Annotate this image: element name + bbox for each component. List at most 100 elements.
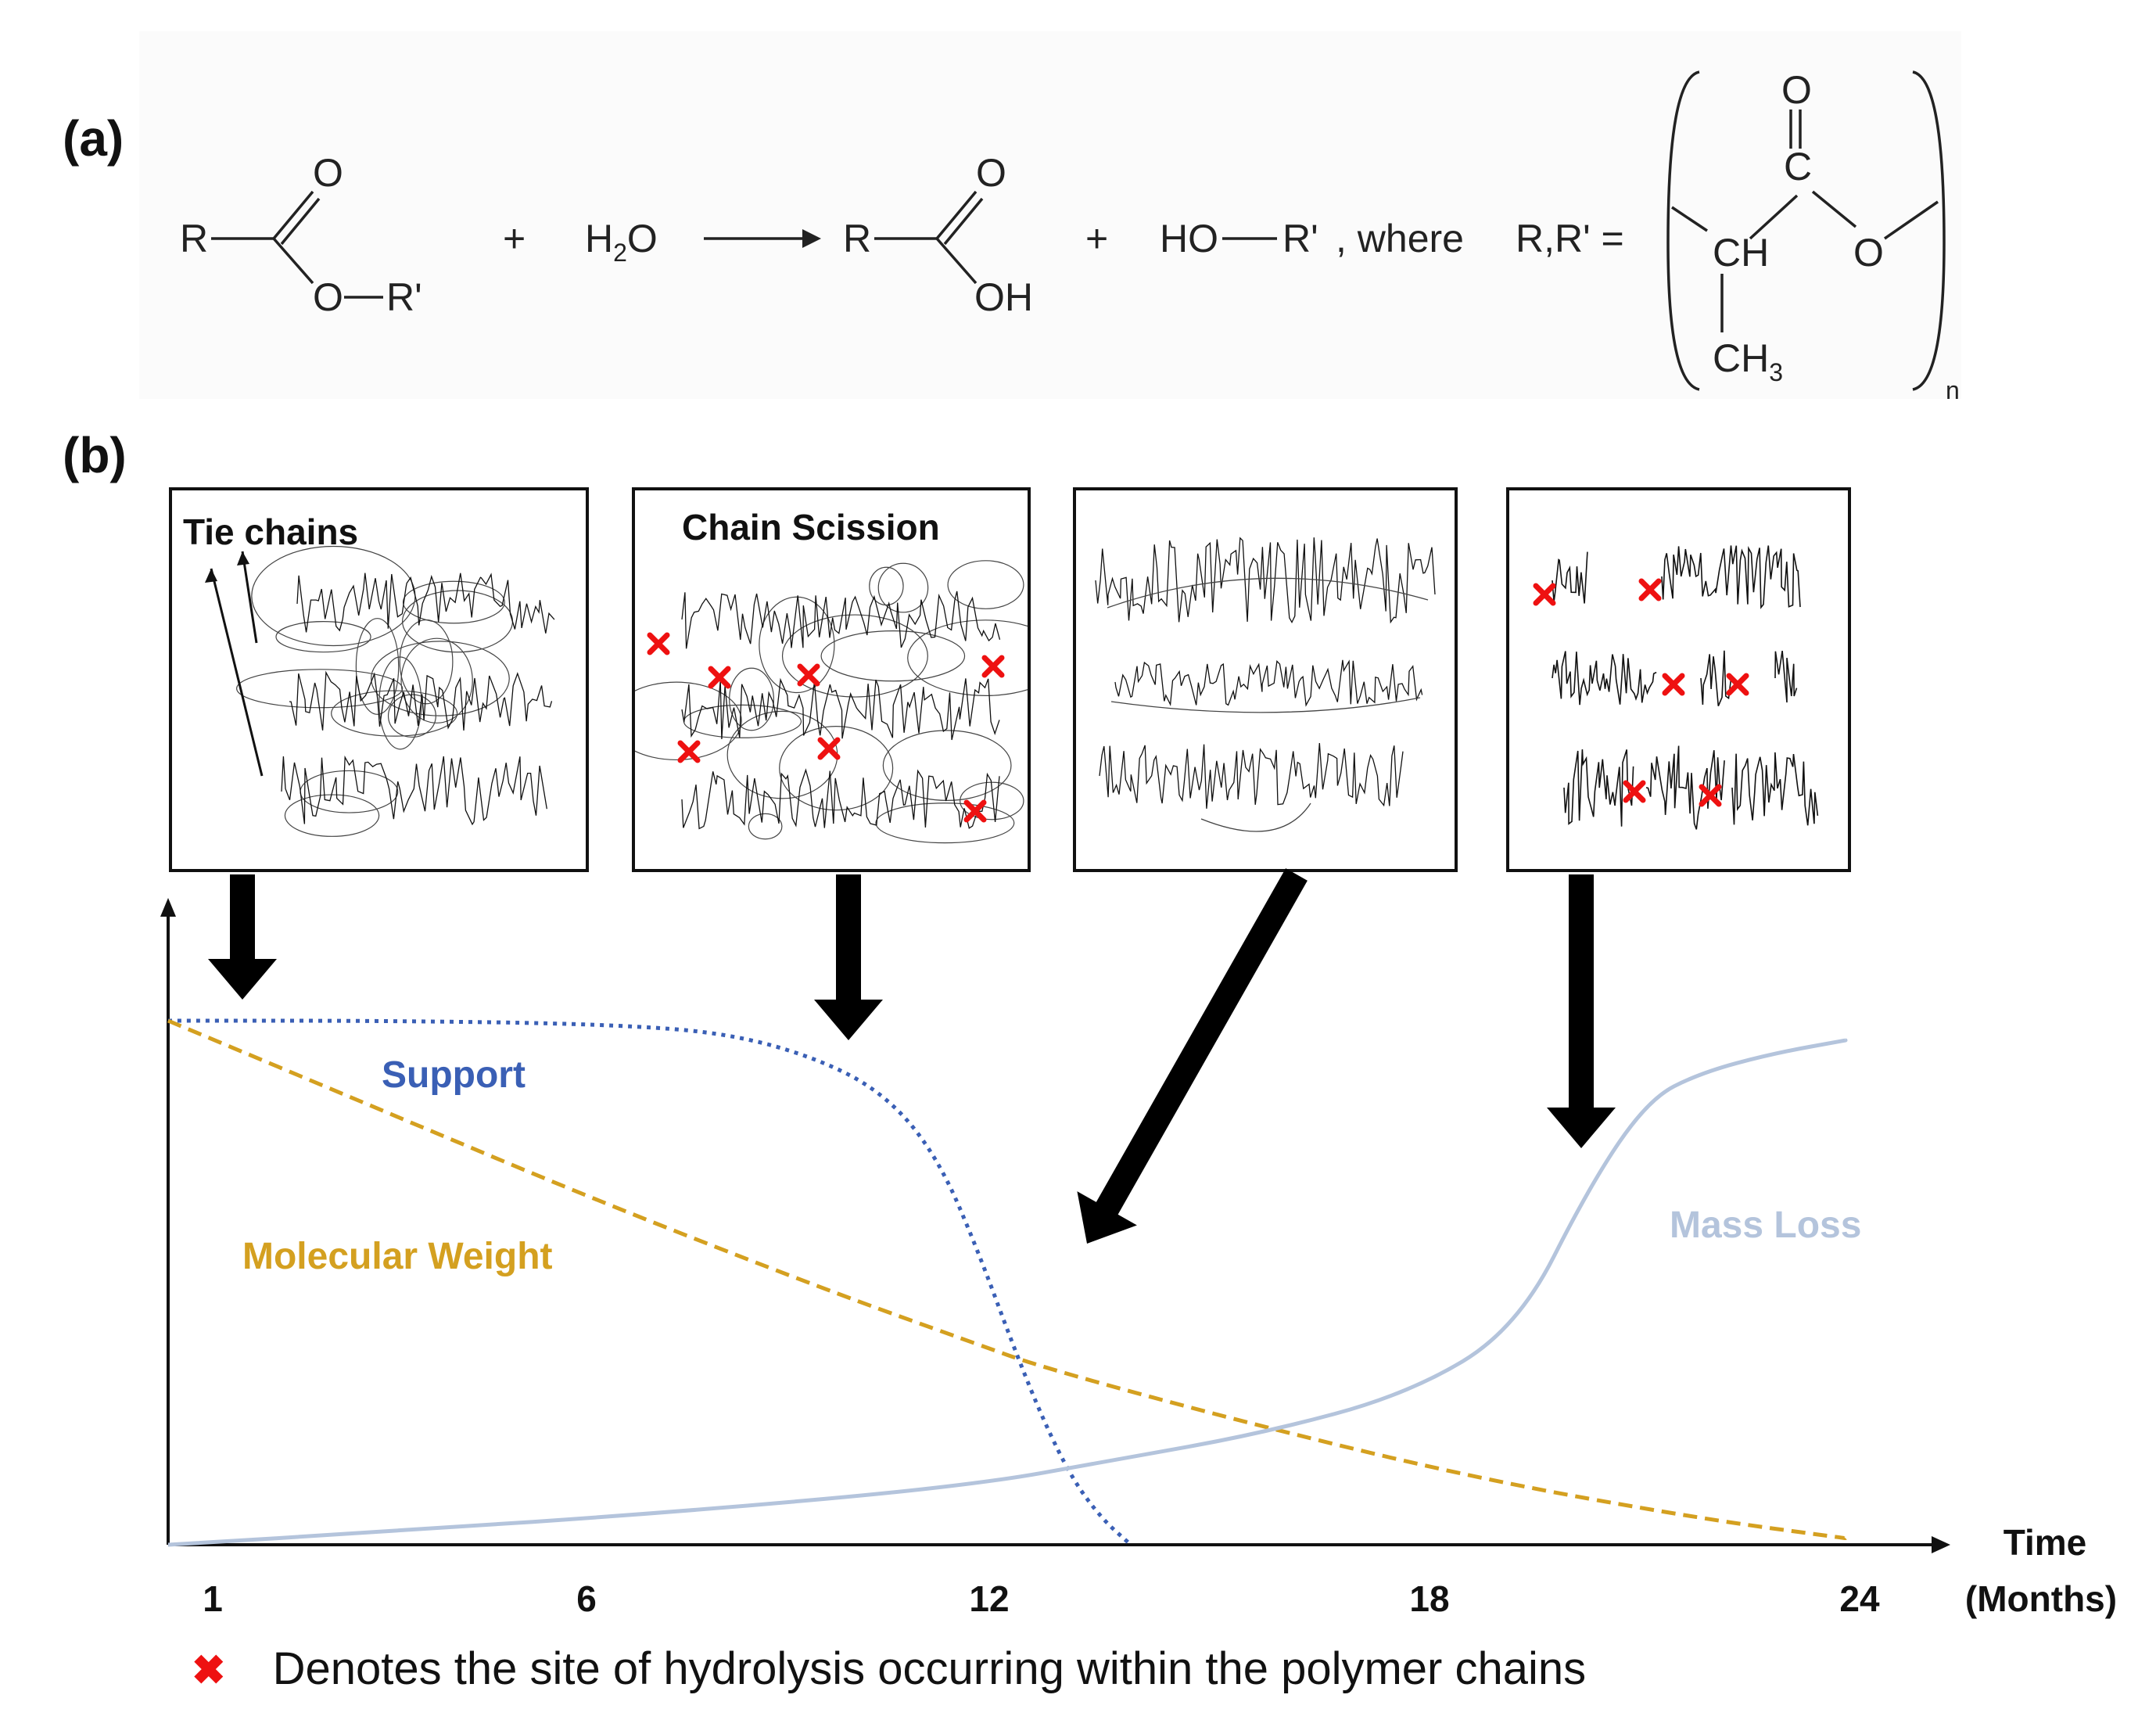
x-tick-label: 12: [969, 1578, 1009, 1619]
tie-chain-loop: [275, 621, 371, 653]
reaction-drawing: R O O R' + H2O R O OH + HO R' , where R,…: [180, 68, 1960, 399]
scission-site-marker: [1638, 578, 1662, 601]
repeat-ch: CH: [1713, 231, 1769, 275]
frame-tie-chains: Tie chains: [169, 487, 589, 872]
series-label-molecular-weight: Molecular Weight: [242, 1236, 553, 1277]
frame-4-arrow: [1547, 874, 1616, 1148]
frame-title-tie-chains: Tie chains: [183, 512, 359, 552]
frame-arrows: [208, 868, 1616, 1244]
repeat-carbon: C: [1784, 145, 1812, 188]
ester-r: R: [180, 217, 208, 260]
crystalline-band: [1099, 742, 1404, 809]
scission-site-marker: [797, 663, 820, 687]
tie-chain-loop: [371, 641, 510, 716]
fragmented-chains-drawing: [1533, 545, 1819, 830]
scission-site-marker: [708, 666, 731, 689]
crystalline-band: [296, 573, 555, 634]
tie-chain-loop: [947, 560, 1024, 609]
chain-fragment: [1645, 745, 1725, 830]
frame-3-arrow: [1077, 868, 1308, 1244]
scission-site-marker: [1726, 673, 1749, 696]
chain-fragment: [1700, 650, 1734, 707]
tie-chain-loop: [355, 618, 400, 715]
tie-chain-loop: [882, 730, 1012, 801]
tie-chain-loop: [748, 813, 783, 840]
chain-fragment: [1563, 749, 1634, 827]
x-tick-label: 6: [576, 1578, 597, 1619]
chain-segment: [1110, 697, 1421, 713]
chain-fragment: [1552, 551, 1588, 604]
acid-carbonyl-o: O: [976, 151, 1006, 195]
right-bracket: [1912, 70, 1946, 391]
frame-fragmented-chains: [1506, 487, 1851, 872]
frame-chain-scission: Chain Scission: [632, 487, 1031, 872]
frame-1-arrow: [208, 874, 277, 1000]
legend: ✖ Denotes the site of hydrolysis occurrin…: [192, 1643, 1586, 1695]
series-line-molecular-weight: [167, 1018, 1848, 1541]
chain-fragment: [1661, 545, 1801, 609]
tie-chain-loop: [399, 619, 454, 705]
where-text: , where: [1336, 217, 1464, 260]
panel-b-label: (b): [63, 427, 127, 483]
acid-r: R: [843, 217, 871, 260]
repeat-ch3: CH3: [1713, 336, 1783, 386]
tie-chain-loop: [635, 681, 742, 761]
y-axis-arrowhead: [160, 898, 176, 917]
tie-chain-loop: [869, 566, 904, 606]
scission-site-marker: [647, 632, 670, 655]
chain-fragment: [1552, 651, 1657, 706]
repeat-n: n: [1946, 376, 1960, 399]
alcohol-ho: HO: [1160, 217, 1218, 260]
tie-chain-loop: [907, 619, 1028, 696]
reaction-arrow-head: [802, 229, 821, 248]
alcohol-r-prime: R': [1282, 217, 1318, 260]
scission-site-marker: [963, 799, 987, 823]
x-tick-label: 24: [1839, 1578, 1880, 1619]
crystalline-band: [1114, 659, 1423, 707]
tie-chain-loop: [729, 667, 774, 731]
scission-site-marker: [817, 737, 841, 760]
series-line-support: [168, 1018, 1133, 1547]
tie-chain-loop: [877, 562, 929, 613]
repeat-carbonyl-o: O: [1781, 68, 1812, 112]
scission-site-marker: [1662, 673, 1685, 696]
series-label-support: Support: [382, 1054, 526, 1096]
chain-fragment: [1774, 650, 1798, 703]
degraded-chains-drawing: [1095, 537, 1436, 832]
crystalline-band: [289, 670, 553, 731]
chain-fragment: [1731, 752, 1819, 826]
ester-o: O: [313, 275, 343, 319]
scission-marker-icon: ✖: [192, 1648, 226, 1693]
tie-chain-loop: [781, 614, 928, 698]
plus-1: +: [503, 217, 526, 260]
crystalline-band: [281, 755, 547, 826]
chain-segment: [1107, 577, 1429, 609]
crystalline-band: [681, 677, 1000, 741]
ester-carbonyl-o: O: [313, 151, 343, 195]
tie-chains-drawing: [205, 545, 555, 837]
panel-a-label: (a): [63, 110, 124, 167]
x-tick-label: 1: [203, 1578, 223, 1619]
reaction-scheme: R O O R' + H2O R O OH + HO R' , where R,…: [139, 31, 1961, 399]
left-bracket: [1666, 70, 1700, 391]
x-axis-label: Time: [2004, 1522, 2087, 1563]
x-tick-label: 18: [1409, 1578, 1449, 1619]
scission-site-marker: [1623, 780, 1646, 803]
tie-chain-loop: [960, 781, 1024, 820]
scission-site-marker: [981, 655, 1005, 678]
stress-arrow-head: [205, 569, 217, 583]
tie-chain-loop: [402, 580, 505, 624]
plus-2: +: [1085, 217, 1108, 260]
chart-series: [167, 1018, 1848, 1547]
crystalline-band: [681, 768, 1000, 830]
tie-chain-loop: [875, 802, 1015, 844]
water: H2O: [585, 217, 658, 267]
legend-text: Denotes the site of hydrolysis occurring…: [272, 1643, 1587, 1694]
tie-chain-loop: [779, 726, 894, 811]
frame-title-chain-scission: Chain Scission: [682, 507, 940, 548]
frame-2-arrow: [814, 874, 883, 1040]
tie-chain-loop: [820, 630, 966, 682]
